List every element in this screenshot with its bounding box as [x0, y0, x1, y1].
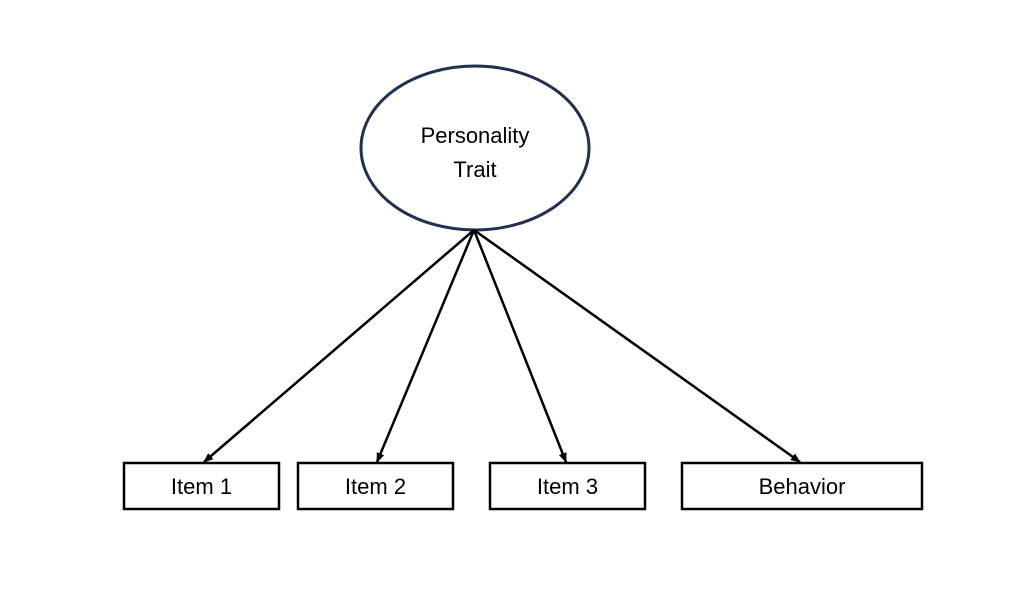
indicator-label: Item 1	[171, 474, 232, 499]
indicator-label: Item 3	[537, 474, 598, 499]
latent-label-line1: Personality	[421, 123, 530, 148]
arrow-to-item-3	[472, 229, 568, 463]
indicator-node-behavior: Behavior	[680, 461, 924, 511]
arrow-to-behavior	[473, 228, 801, 464]
indicator-box	[488, 461, 647, 511]
latent-node-personality-trait: Personality Trait	[359, 64, 591, 232]
indicator-node-item-1: Item 1	[122, 461, 281, 511]
indicator-node-item-2: Item 2	[296, 461, 455, 511]
indicator-label: Item 2	[345, 474, 406, 499]
arrow-to-item-1	[203, 229, 475, 463]
indicator-box	[122, 461, 281, 511]
indicator-box	[680, 461, 924, 511]
arrow-to-item-2	[375, 229, 476, 463]
latent-ellipse	[359, 64, 591, 232]
indicator-box	[296, 461, 455, 511]
indicator-label: Behavior	[759, 474, 846, 499]
indicator-node-item-3: Item 3	[488, 461, 647, 511]
latent-label-line2: Trait	[453, 157, 496, 182]
